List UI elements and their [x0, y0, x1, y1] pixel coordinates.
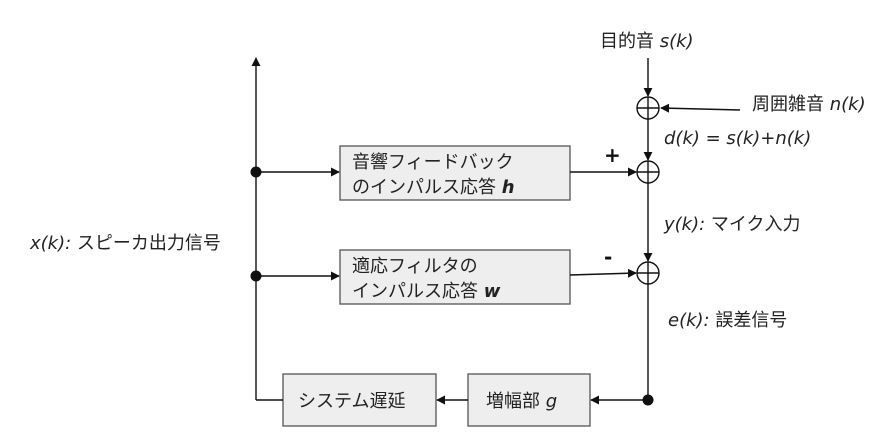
target-sound-label: 目的音 s(k) [600, 31, 694, 52]
feedback-block-line1: 音響フィードバック [352, 152, 514, 173]
mic-input-label: y(k): マイク入力 [663, 214, 801, 235]
feedback-block-line2: のインパルス応答 h [352, 177, 515, 198]
noise-arrow [660, 103, 741, 113]
filter-block-line2: インパルス応答 w [352, 281, 501, 302]
system-delay-block [282, 373, 437, 427]
amplifier-label: 増幅部 g [486, 391, 557, 412]
desired-signal-label: d(k) = s(k)+n(k) [664, 128, 811, 149]
minus-sign: - [604, 245, 612, 269]
noise-label: 周囲雑音 n(k) [752, 94, 866, 115]
feedback-impulse-response-block [339, 145, 571, 201]
adaptive-filter-block [339, 249, 571, 305]
system-delay-label: システム遅延 [298, 391, 405, 412]
error-signal-label: e(k): 誤差信号 [668, 310, 787, 331]
filter-block-line1: 適応フィルタの [352, 256, 478, 277]
speaker-output-label: x(k): スピーカ出力信号 [29, 233, 221, 254]
filter-output-arrow [569, 268, 637, 278]
plus-sign: + [604, 143, 621, 167]
amplifier-block [467, 373, 591, 427]
